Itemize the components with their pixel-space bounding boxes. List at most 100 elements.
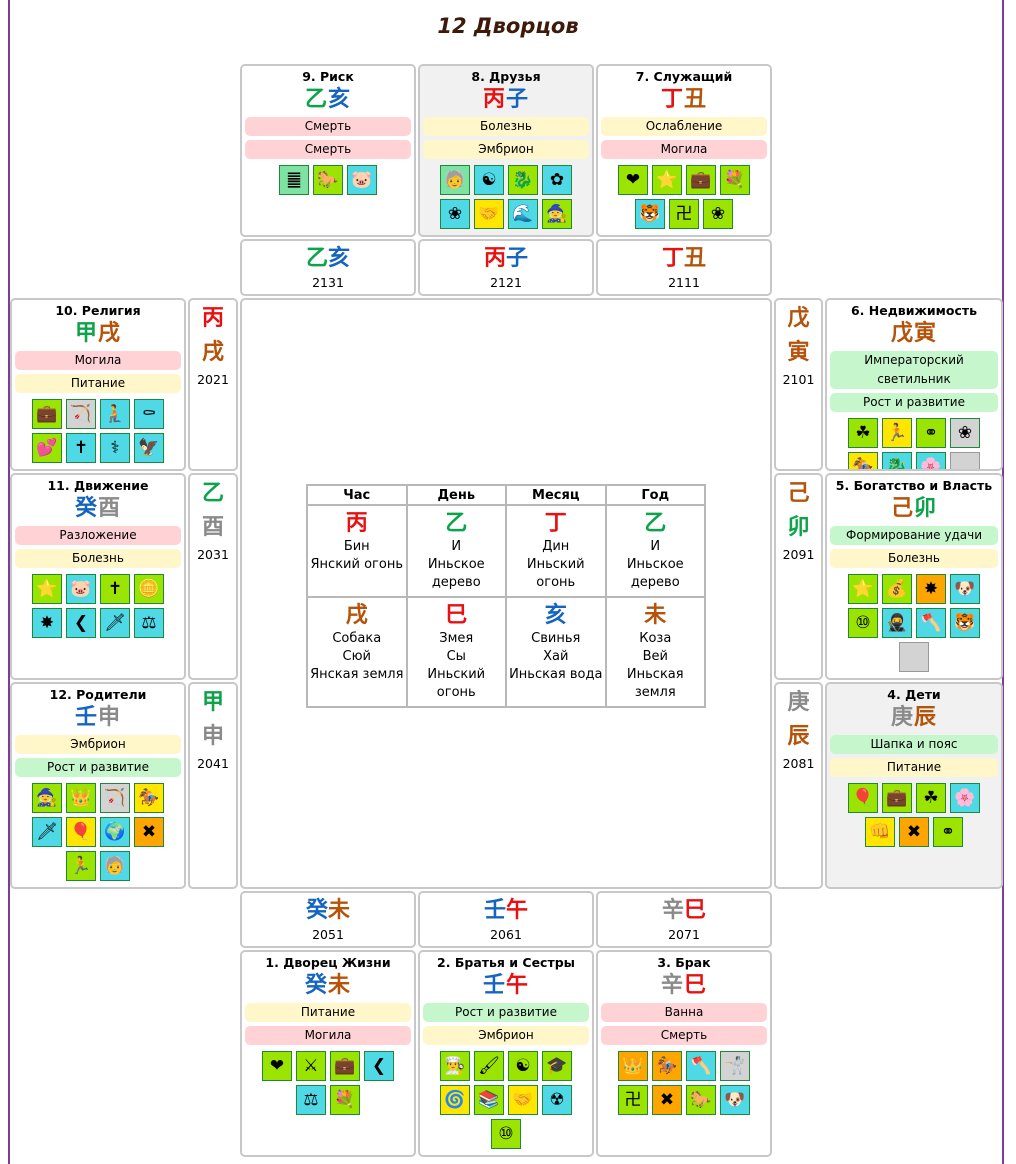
flower-wreath-icon[interactable]: 💐 <box>330 1085 360 1115</box>
coins-icon[interactable]: 🪙 <box>134 574 164 604</box>
broken-arrow-icon[interactable]: ✖ <box>134 817 164 847</box>
handshake-icon[interactable]: 🤝 <box>474 199 504 229</box>
empty-slot[interactable] <box>899 642 929 672</box>
arrow-left-icon[interactable]: ❮ <box>364 1051 394 1081</box>
horse-rider-icon[interactable]: 🏇 <box>652 1051 682 1081</box>
balloons-icon[interactable]: 🎈 <box>848 783 878 813</box>
dog-icon[interactable]: 🐶 <box>720 1085 750 1115</box>
horse-icon[interactable]: 🐎 <box>313 165 343 195</box>
treasure-chest-icon[interactable]: 💼 <box>686 165 716 195</box>
noble-star-icon[interactable]: ⭐ <box>32 574 62 604</box>
pig-five-icon[interactable]: 🐷 <box>66 574 96 604</box>
peach-blossom-icon[interactable]: ❀ <box>950 418 980 448</box>
balloons-icon[interactable]: 🎈 <box>66 817 96 847</box>
noble-star-icon[interactable]: ⭐ <box>848 574 878 604</box>
red-star-icon[interactable]: ✸ <box>916 574 946 604</box>
flowers-icon[interactable]: ✿ <box>542 165 572 195</box>
spiral-icon[interactable]: 🌀 <box>440 1085 470 1115</box>
swastika-icon[interactable]: 卍 <box>669 199 699 229</box>
tiger-icon[interactable]: 🐯 <box>950 608 980 638</box>
rings-icon[interactable]: ⚭ <box>916 418 946 448</box>
crossed-swords-icon[interactable]: ⚔ <box>296 1051 326 1081</box>
radiation-six-icon[interactable]: ☢ <box>542 1085 572 1115</box>
star-icon[interactable]: ⭐ <box>652 165 682 195</box>
bow-arrow-icon[interactable]: 🏹 <box>100 783 130 813</box>
pig-five-icon[interactable]: 🐷 <box>347 165 377 195</box>
broken-arrow-icon[interactable]: ✖ <box>652 1085 682 1115</box>
treasure-chest-icon[interactable]: 💼 <box>32 399 62 429</box>
rings-icon[interactable]: ⚭ <box>933 817 963 847</box>
dog-icon[interactable]: 🐶 <box>950 574 980 604</box>
scales-icon[interactable]: ⚖ <box>134 608 164 638</box>
money-bag-icon[interactable]: ☘ <box>848 418 878 448</box>
old-man-icon[interactable]: 🧓 <box>100 851 130 881</box>
treasure-chest-icon[interactable]: 💼 <box>882 783 912 813</box>
phoenix-icon[interactable]: 🦅 <box>134 433 164 463</box>
hearts-icon[interactable]: 💕 <box>32 433 62 463</box>
heart-icon[interactable]: ❤ <box>262 1051 292 1081</box>
swastika-icon[interactable]: 卍 <box>618 1085 648 1115</box>
lotus-icon[interactable]: 🌸 <box>916 452 946 469</box>
broken-arrow-icon[interactable]: ✖ <box>899 817 929 847</box>
peach-blossom-icon[interactable]: ❀ <box>440 199 470 229</box>
tomb-icon[interactable]: ✝ <box>66 433 96 463</box>
yin-yang-icon[interactable]: ☯ <box>508 1051 538 1081</box>
coffin-icon[interactable]: ⚰ <box>134 399 164 429</box>
tomb-icon[interactable]: ✝ <box>100 574 130 604</box>
axe-icon[interactable]: 🪓 <box>916 608 946 638</box>
knife-icon[interactable]: 🗡 <box>100 608 130 638</box>
fighter-icon[interactable]: 🤺 <box>720 1051 750 1081</box>
sitting-man-icon[interactable]: 🧎 <box>100 399 130 429</box>
money-bag-icon[interactable]: 💰 <box>882 574 912 604</box>
handshake-icon[interactable]: 🤝 <box>508 1085 538 1115</box>
runner-icon[interactable]: 🏃 <box>66 851 96 881</box>
globe-icon[interactable]: 🌍 <box>100 817 130 847</box>
tiger-icon[interactable]: 🐯 <box>635 199 665 229</box>
scales-icon[interactable]: ⚖ <box>296 1085 326 1115</box>
axe-icon[interactable]: 🪓 <box>686 1051 716 1081</box>
empty-slot[interactable] <box>950 452 980 469</box>
crown-icon[interactable]: 👑 <box>618 1051 648 1081</box>
knife-icon[interactable]: 🗡 <box>32 817 62 847</box>
chef-hat-icon[interactable]: 👨‍🍳 <box>440 1051 470 1081</box>
water-icon[interactable]: 🌊 <box>508 199 538 229</box>
lotus-icon[interactable]: 🌸 <box>950 783 980 813</box>
seal-icon[interactable]: ䷀ <box>279 165 309 195</box>
sage-icon[interactable]: 🧙 <box>542 199 572 229</box>
books-icon[interactable]: 📚 <box>474 1085 504 1115</box>
ninja-icon[interactable]: 🥷 <box>882 608 912 638</box>
bow-arrow-icon[interactable]: 🏹 <box>66 399 96 429</box>
arrow-left-icon[interactable]: ❮ <box>66 608 96 638</box>
ten-icon[interactable]: ⑩ <box>848 608 878 638</box>
money-bag-icon[interactable]: ☘ <box>916 783 946 813</box>
dragon-icon[interactable]: 🐉 <box>508 165 538 195</box>
dragon-icon[interactable]: 🐉 <box>882 452 912 469</box>
flower-wreath-icon[interactable]: 💐 <box>720 165 750 195</box>
yin-yang-icon[interactable]: ☯ <box>474 165 504 195</box>
ten-icon[interactable]: ⑩ <box>491 1119 521 1149</box>
fist-icon[interactable]: 👊 <box>865 817 895 847</box>
red-star-icon[interactable]: ✸ <box>32 608 62 638</box>
horse-rider-icon[interactable]: 🏇 <box>848 452 878 469</box>
treasure-chest-icon[interactable]: 💼 <box>330 1051 360 1081</box>
horse-icon[interactable]: 🐎 <box>686 1085 716 1115</box>
crown-icon[interactable]: 👑 <box>66 783 96 813</box>
peach-blossom-icon[interactable]: ❀ <box>703 199 733 229</box>
old-man-icon[interactable]: 🧓 <box>440 165 470 195</box>
writing-brush-icon[interactable]: 🖌 <box>474 1051 504 1081</box>
horse-rider-icon[interactable]: 🏇 <box>134 783 164 813</box>
graduation-cap-icon[interactable]: 🎓 <box>542 1051 572 1081</box>
sage-icon[interactable]: 🧙 <box>32 783 62 813</box>
